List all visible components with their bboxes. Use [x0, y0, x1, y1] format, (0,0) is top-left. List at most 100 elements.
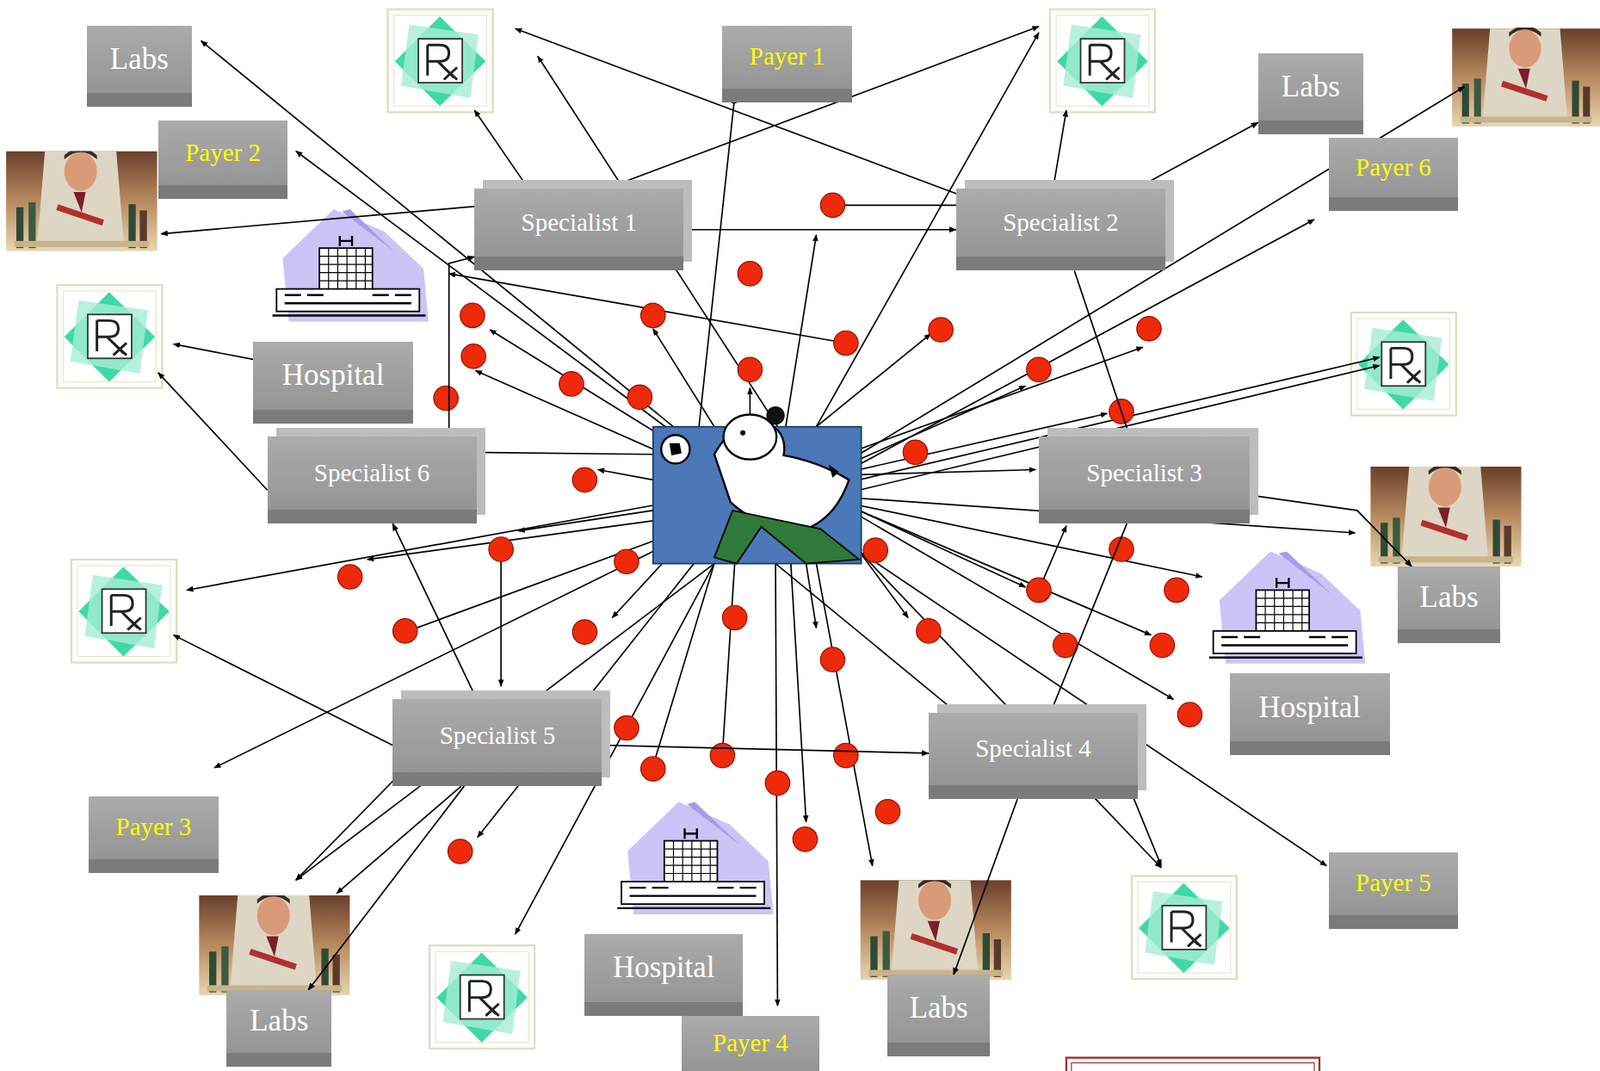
arrow-line	[1053, 110, 1067, 189]
arrow-line	[296, 775, 399, 880]
specialist-box: Specialist 5	[392, 698, 602, 786]
arrow-line	[469, 451, 653, 454]
art-shape	[669, 443, 682, 456]
payer-box: Payer 5	[1328, 852, 1459, 929]
arrow-line	[815, 563, 872, 866]
arrow-line	[858, 550, 909, 618]
red-dot	[863, 537, 888, 563]
red-dot	[461, 344, 486, 369]
red-dot	[928, 317, 953, 342]
box-label: Hospital	[282, 358, 385, 393]
box-label: Payer 4	[712, 1029, 789, 1057]
box-label: Specialist 4	[975, 735, 1092, 763]
connector-arrow	[1050, 523, 1128, 712]
connector-arrow	[436, 256, 475, 437]
labs-box: Labs	[1258, 53, 1364, 136]
red-dot	[559, 371, 584, 396]
red-dot	[614, 715, 639, 740]
art-shape	[6, 148, 157, 252]
box-label: Specialist 6	[314, 459, 431, 488]
box-label: Hospital	[1258, 691, 1361, 725]
art-shape	[198, 891, 350, 995]
specialist-box: Specialist 3	[1038, 436, 1250, 524]
box-label: Labs	[110, 43, 169, 77]
red-dot	[792, 827, 817, 852]
rx-icon	[56, 9, 1456, 1049]
red-dot	[641, 302, 666, 328]
arrow-line	[158, 372, 268, 490]
red-dot	[875, 799, 900, 824]
arrow-line	[336, 785, 462, 894]
labs-box: Labs	[226, 989, 332, 1067]
art-shape	[1451, 25, 1600, 127]
hospital-box: Hospital	[253, 341, 414, 424]
art-shape	[1071, 1062, 1315, 1071]
red-dot	[572, 467, 597, 492]
red-dot	[641, 756, 666, 781]
connector-arrow	[683, 228, 957, 231]
art-shape	[388, 9, 494, 113]
art-shape	[1050, 9, 1156, 113]
red-dot	[1136, 316, 1162, 341]
red-dot	[722, 605, 747, 630]
specialist-box: Specialist 1	[474, 188, 684, 271]
patient-figure	[653, 406, 862, 564]
arrow-line	[858, 469, 1036, 476]
red-dot	[765, 770, 790, 795]
art-shape	[1351, 312, 1457, 416]
box-label: Payer 6	[1355, 154, 1432, 182]
payer-box: Payer 4	[681, 1015, 820, 1071]
arrow-line	[843, 204, 970, 207]
arrow-line	[858, 385, 1026, 459]
payer-box: Payer 3	[88, 796, 219, 873]
labs-box: Labs	[1397, 566, 1501, 643]
red-dots	[337, 192, 1202, 864]
connector-arrow	[1136, 122, 1259, 189]
arrow-line	[653, 563, 715, 767]
box-label: Specialist 5	[439, 722, 556, 750]
box-label: Specialist 3	[1086, 459, 1203, 488]
connector-arrow	[392, 523, 477, 699]
connector-arrow	[1074, 270, 1131, 437]
red-dot	[737, 357, 762, 382]
arrow-line	[775, 563, 959, 716]
labs-box: Labs	[86, 25, 192, 108]
box-label: Labs	[1281, 70, 1341, 105]
arrow-line	[599, 26, 1039, 192]
art-shape	[71, 559, 177, 663]
box-label: Payer 1	[749, 43, 826, 71]
red-dot	[661, 434, 690, 464]
red-dot	[433, 385, 458, 410]
art-shape	[828, 464, 840, 478]
red-dot	[820, 647, 845, 672]
red-dot	[833, 742, 859, 767]
red-dot	[614, 549, 639, 574]
arrow-lines	[158, 26, 1465, 1006]
arrow-line	[518, 510, 653, 532]
corner-frame	[1066, 1057, 1320, 1071]
specialist-box: Specialist 4	[928, 712, 1138, 800]
red-dot	[1026, 357, 1051, 382]
payer-box: Payer 2	[158, 120, 289, 199]
art-shape	[1131, 875, 1237, 979]
connector-arrow	[308, 785, 464, 990]
arrow-line	[858, 365, 1380, 491]
arrow-line	[598, 469, 654, 481]
art-shape	[1370, 463, 1521, 567]
box-label: Specialist 2	[1002, 209, 1119, 237]
red-dot	[820, 192, 845, 217]
art-shape	[272, 209, 429, 322]
arrow-line	[858, 86, 1465, 455]
box-label: Payer 2	[185, 139, 261, 167]
art-shape	[859, 877, 1011, 981]
payer-box: Payer 1	[722, 25, 853, 103]
arrow-line	[173, 635, 394, 746]
payer-box: Payer 6	[1328, 137, 1459, 211]
arrow-line	[500, 550, 502, 686]
arrow-line	[407, 541, 654, 631]
arrow-line	[790, 563, 807, 822]
red-dot	[833, 330, 859, 355]
connector-arrow	[1249, 494, 1412, 567]
red-dot	[572, 619, 597, 644]
arrow-line	[815, 333, 931, 427]
